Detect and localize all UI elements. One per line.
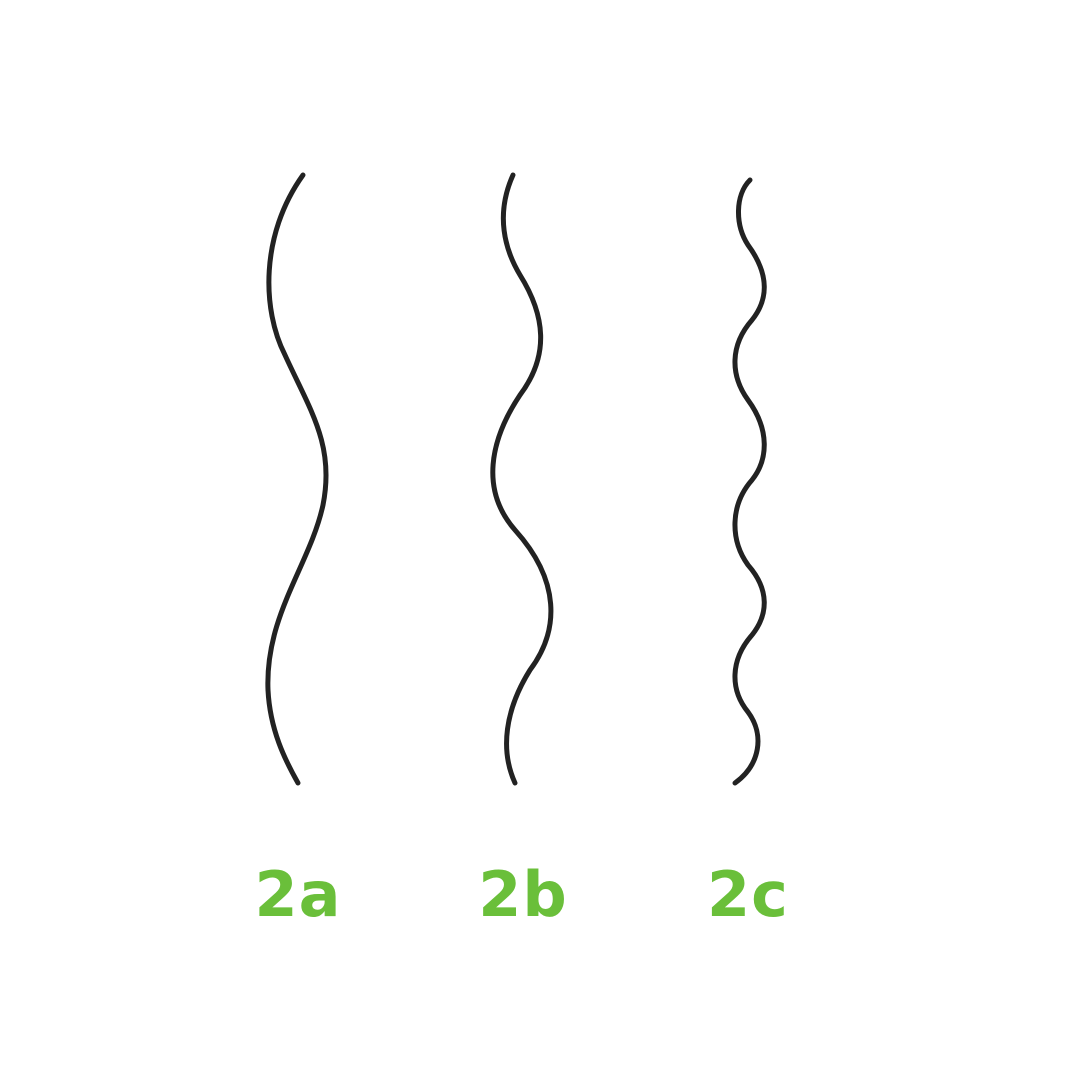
label-2b: 2b: [478, 858, 568, 931]
strand-2b: [490, 172, 554, 786]
strand-2c: [732, 177, 767, 786]
label-2a: 2a: [254, 858, 342, 931]
label-2c: 2c: [707, 858, 789, 931]
strand-2a: [265, 172, 329, 786]
